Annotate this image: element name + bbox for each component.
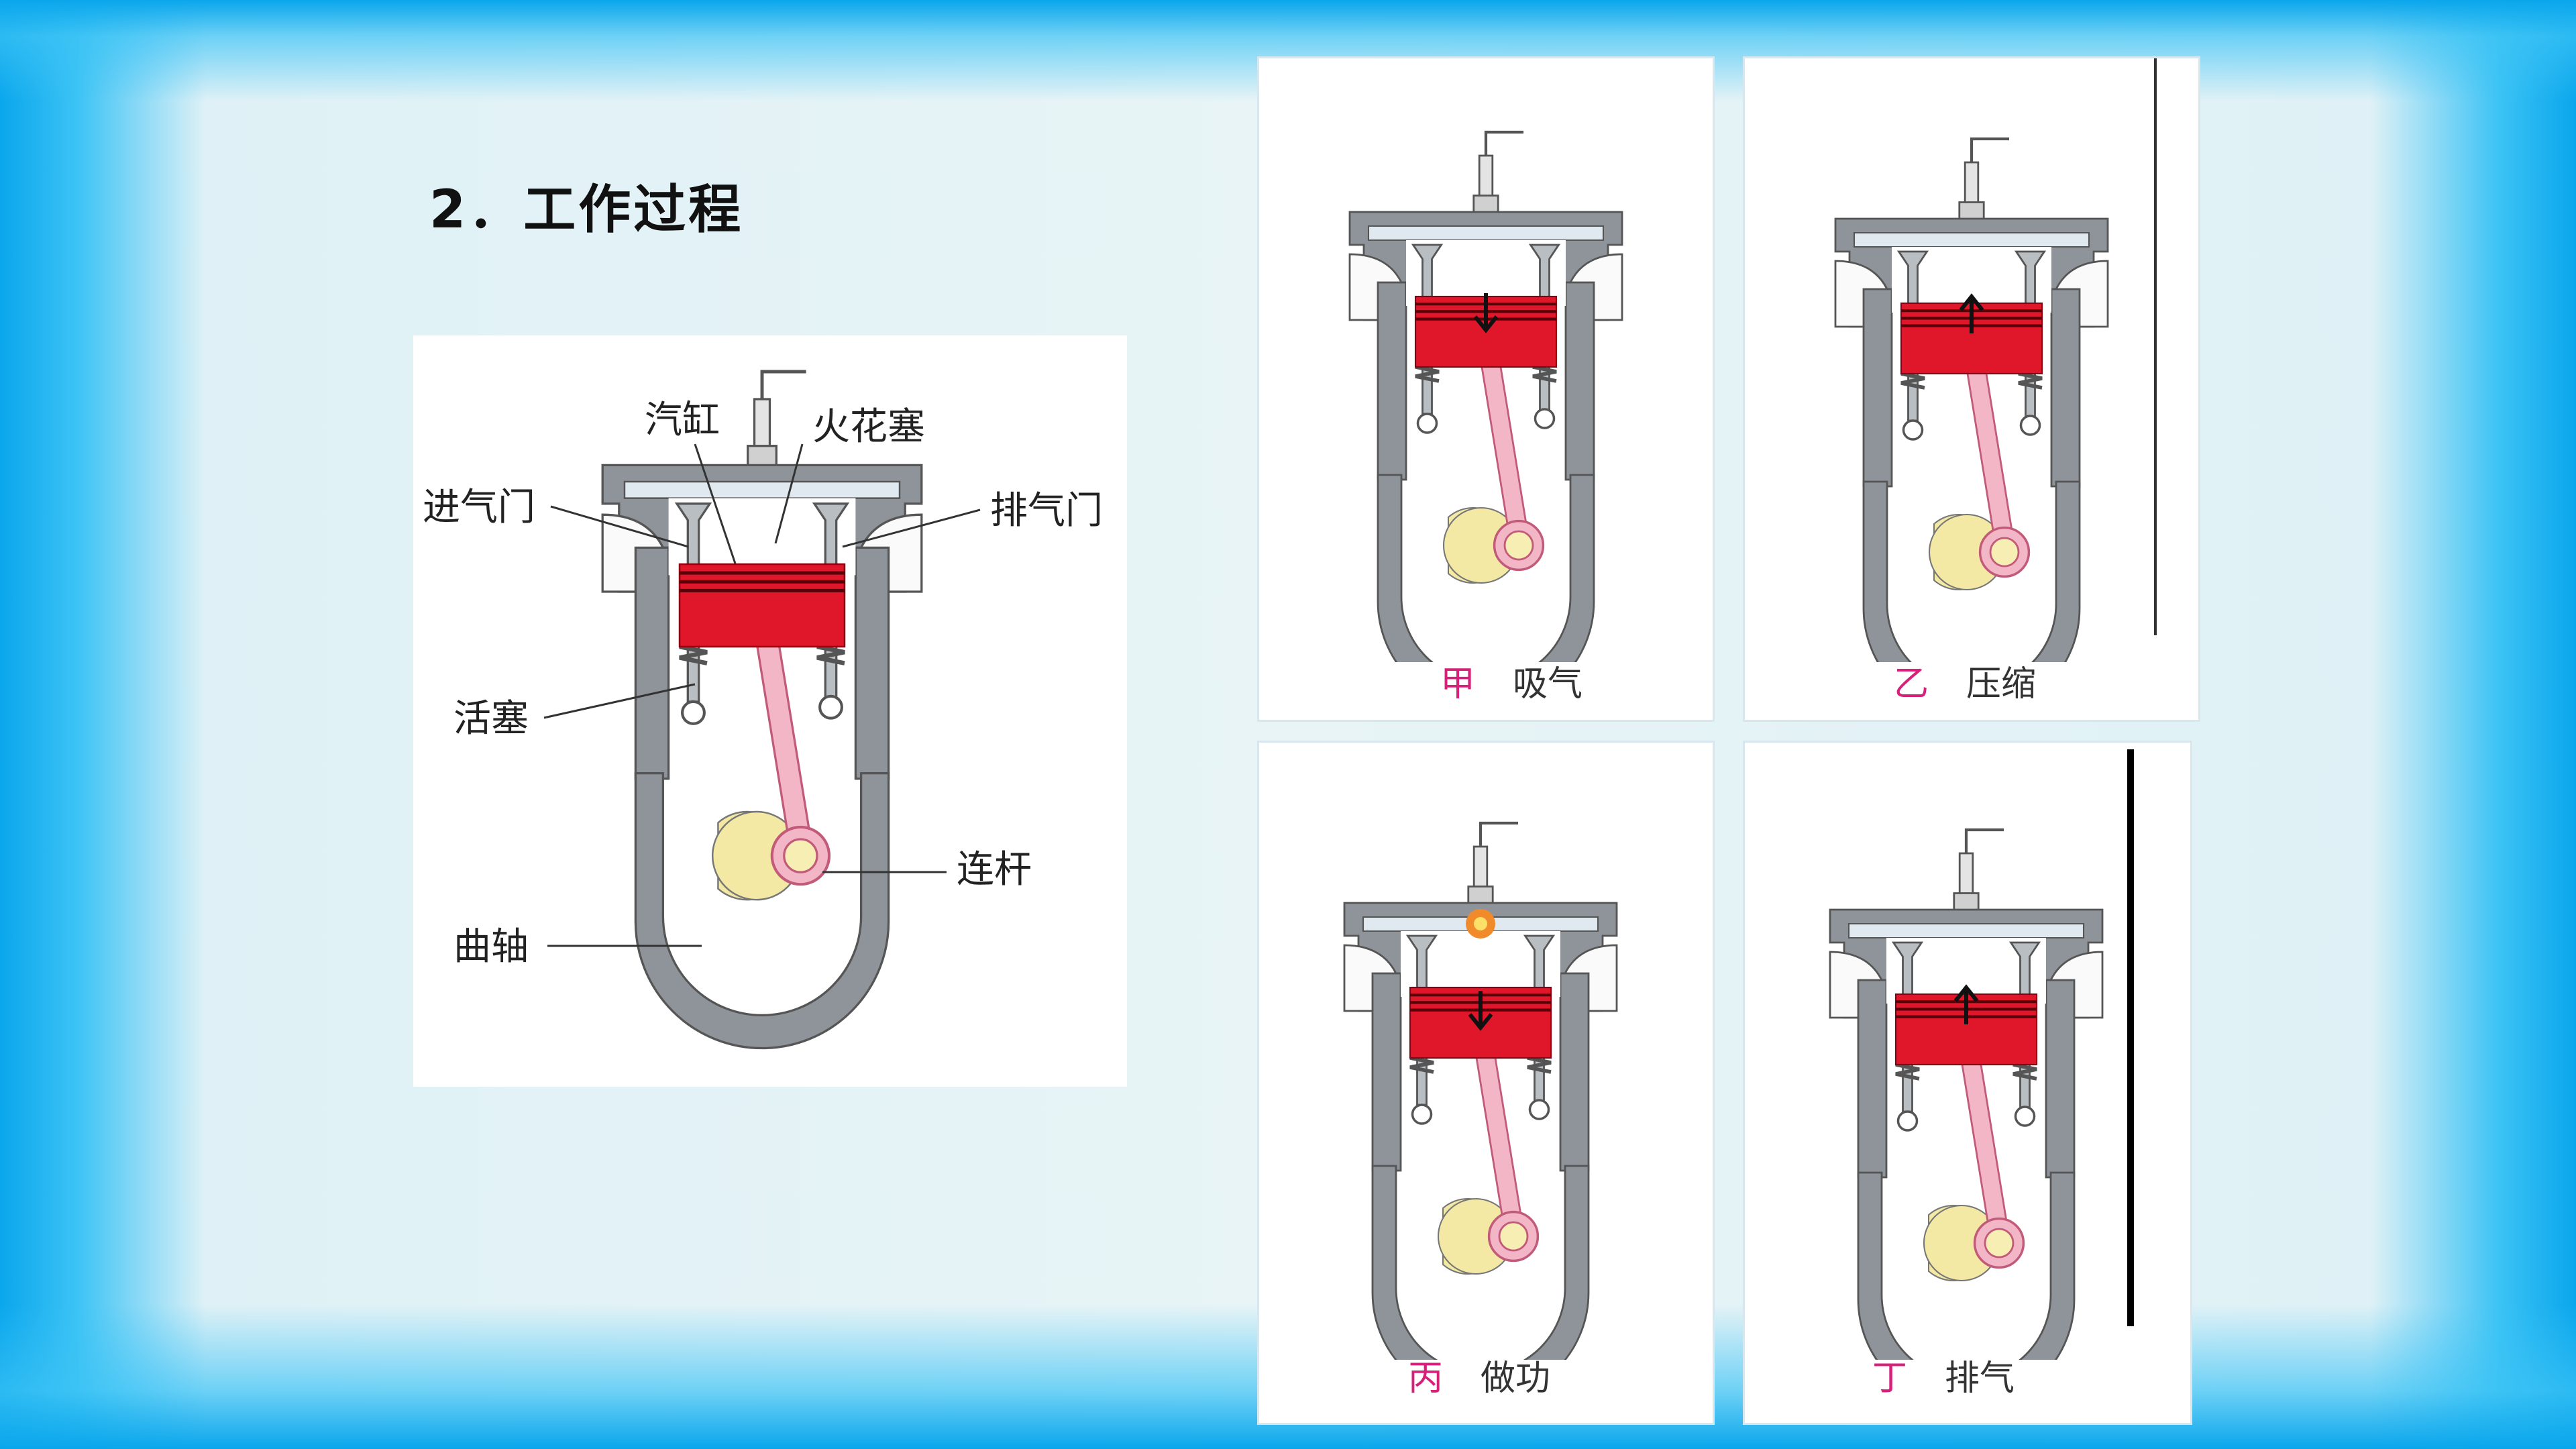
label-spark-plug: 火花塞 [812,405,925,449]
label-exhaust-valve: 排气门 [990,489,1103,533]
stroke-diagram-power [1259,743,1713,1360]
stroke-letter: 丁 [1872,1358,1907,1399]
stroke-name: 排气 [1945,1358,2015,1399]
stroke-diagram-exhaust [1745,743,2190,1360]
label-crankshaft: 曲轴 [453,925,529,969]
stroke-letter: 乙 [1894,664,1929,704]
stroke-name: 做功 [1481,1358,1550,1399]
stroke-diagram-compression [1745,58,2198,662]
label-piston: 活塞 [453,697,529,741]
stroke-diagram-intake [1259,58,1713,662]
stroke-caption-power: 丙做功 [1408,1350,1550,1400]
stroke-panel-compression: 乙压缩 [1743,56,2200,722]
stroke-panel-intake: 甲吸气 [1257,56,1715,722]
stroke-caption-compression: 乙压缩 [1894,655,2036,706]
stroke-caption-intake: 甲吸气 [1440,655,1582,706]
label-cylinder: 汽缸 [645,398,720,442]
stroke-letter: 丙 [1408,1358,1443,1399]
engine-diagram-svg: 汽缸 火花塞 进气门 排气门 活塞 连杆 曲轴 [413,335,1127,1087]
stroke-panel-power: 丙做功 [1257,741,1715,1425]
stroke-caption-exhaust: 丁排气 [1872,1350,2015,1400]
spark-flash-icon [1466,909,1495,938]
stroke-panel-exhaust: 丁排气 [1743,741,2192,1425]
engine-diagram: 汽缸 火花塞 进气门 排气门 活塞 连杆 曲轴 [413,335,1127,1087]
stroke-name: 压缩 [1966,664,2036,704]
stroke-letter: 甲 [1440,664,1475,704]
label-intake-valve: 进气门 [423,486,535,529]
label-connecting-rod: 连杆 [957,848,1032,892]
slide-title: 2．工作过程 [429,168,743,243]
stroke-name: 吸气 [1513,664,1582,704]
